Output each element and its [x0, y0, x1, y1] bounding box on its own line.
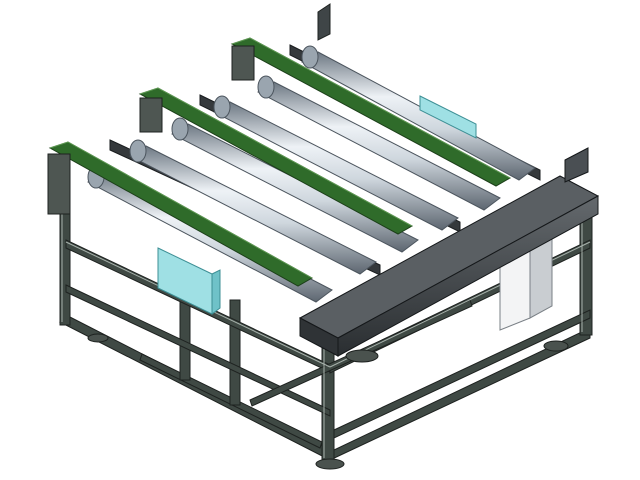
bracket-middle — [139, 97, 163, 133]
foot-center — [345, 349, 379, 363]
control-cabinet — [499, 237, 553, 331]
foot-right — [543, 340, 569, 352]
rail-front — [337, 195, 599, 357]
foot-front — [315, 458, 345, 470]
cyan-guards — [157, 95, 477, 315]
leveling-feet — [87, 333, 569, 470]
sensor-flag-plate — [317, 3, 331, 41]
roller-1 — [301, 45, 536, 181]
guard-back — [419, 95, 477, 139]
bracket-front — [47, 153, 71, 215]
belt-end-brackets — [47, 45, 255, 215]
brace-lower-front — [333, 309, 591, 439]
roller-4 — [170, 117, 419, 253]
side-transfer-rail — [298, 147, 600, 357]
belt-strips — [48, 37, 512, 287]
guard-front-lip — [211, 269, 221, 315]
roller-3 — [212, 95, 459, 231]
bracket-back — [231, 45, 255, 81]
cabinet-side — [529, 237, 553, 319]
rail-end-tab — [564, 147, 589, 183]
top-sensor-flag — [317, 3, 331, 41]
roller-5 — [128, 139, 377, 275]
foot-left — [87, 333, 109, 343]
roller-2 — [256, 75, 501, 211]
brace-mid-left — [65, 284, 331, 417]
leg-mid-front — [229, 299, 241, 406]
